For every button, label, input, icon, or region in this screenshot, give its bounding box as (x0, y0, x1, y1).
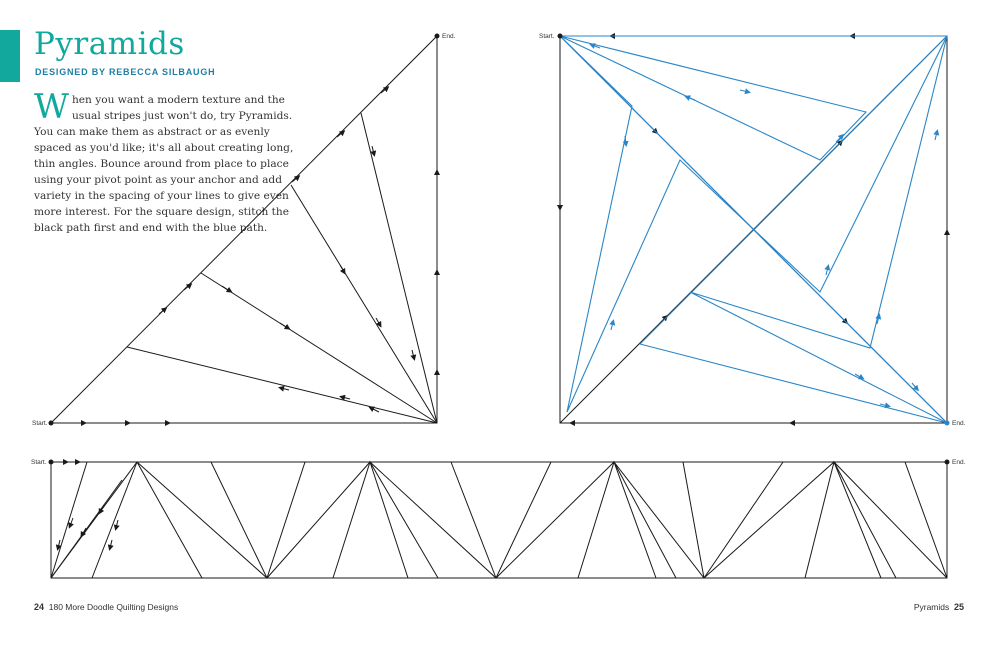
book-title: 180 More Doodle Quilting Designs (48, 602, 179, 612)
accent-bar (0, 30, 20, 82)
end-label: End. (952, 420, 966, 427)
border-diagram (50, 459, 948, 579)
end-dot (944, 420, 950, 426)
page-number-right: 25 (953, 602, 964, 612)
square-diagram (557, 33, 950, 426)
end-dot (434, 33, 440, 39)
start-label: Start. (32, 420, 48, 427)
end-label: End. (952, 459, 966, 466)
start-dot (557, 33, 563, 39)
page-title: Pyramids (34, 26, 185, 62)
end-dot (944, 459, 950, 465)
section-title: Pyramids (913, 602, 950, 612)
start-dot (48, 459, 54, 465)
designer-byline: DESIGNED BY REBECCA SILBAUGH (35, 67, 216, 77)
page-number-left: 24 (34, 602, 45, 612)
triangle-diagram (50, 34, 440, 426)
end-label: End. (442, 33, 456, 40)
footer-right: Pyramids 25 (914, 602, 964, 612)
footer-left: 24 180 More Doodle Quilting Designs (34, 602, 178, 612)
intro-text: hen you want a modern texture and the us… (34, 94, 294, 234)
start-label: Start. (539, 33, 555, 40)
start-label: Start. (31, 459, 47, 466)
drop-cap: W (34, 87, 69, 127)
start-dot (48, 420, 54, 426)
